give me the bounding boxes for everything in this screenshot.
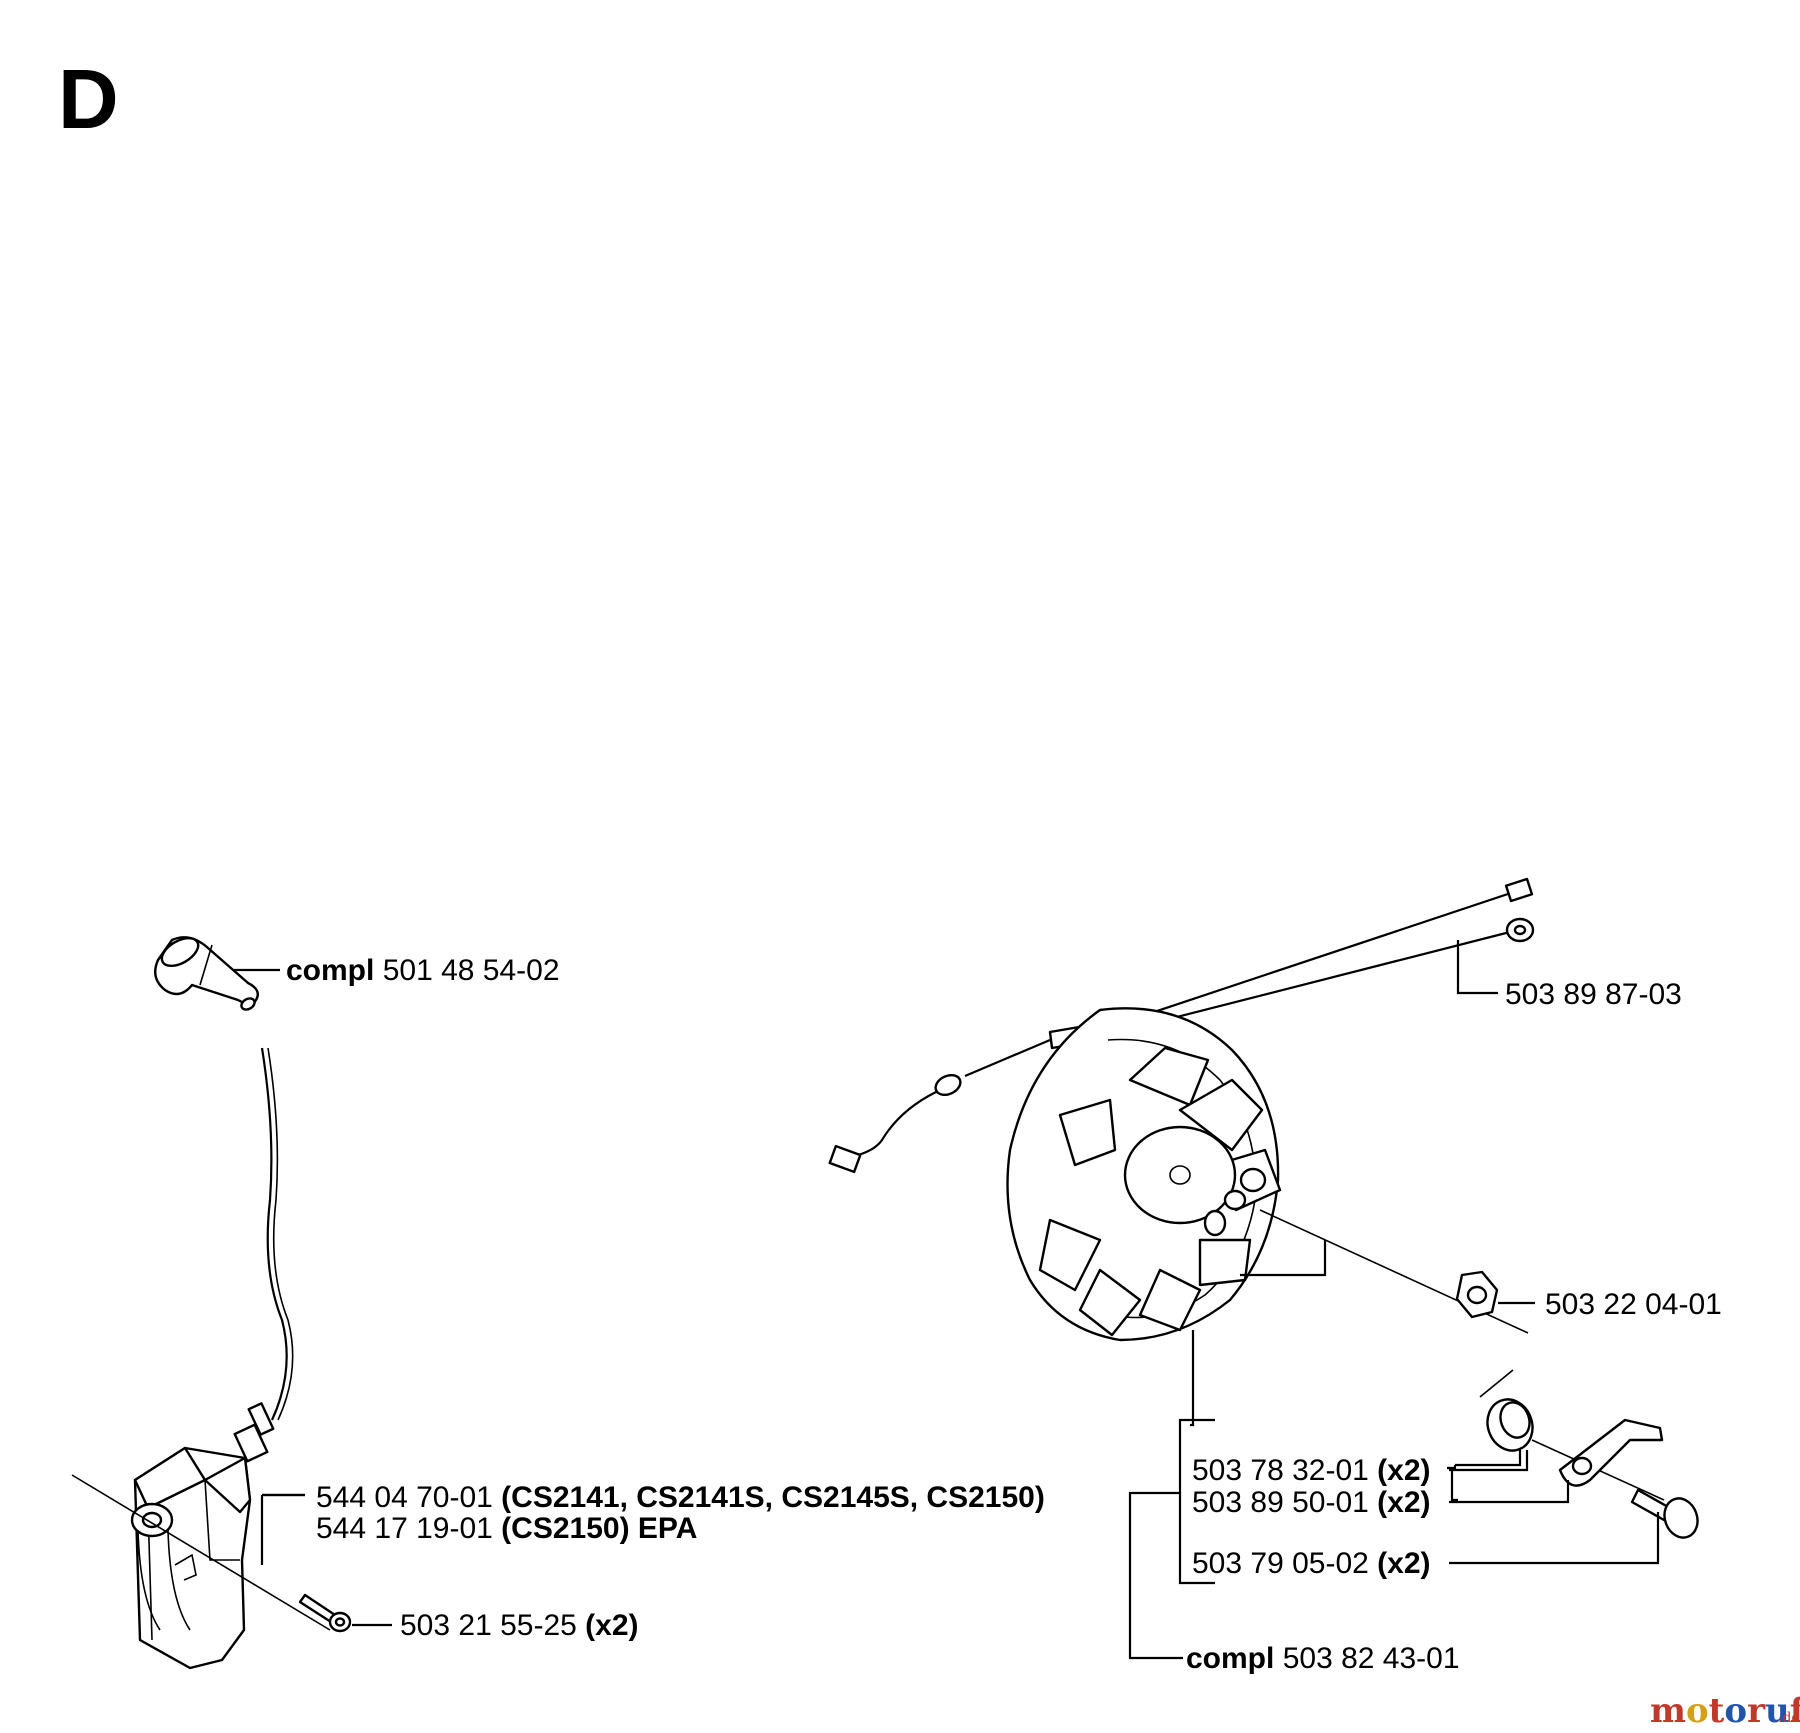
spark-plug-cap-icon	[154, 936, 259, 1011]
leader-spring	[1450, 1470, 1458, 1502]
label-spark-cap: compl 501 48 54-02	[286, 954, 560, 987]
leader-flywheel-bracket	[1178, 1418, 1215, 1585]
svg-text:motoruf: motoruf	[1650, 1691, 1800, 1731]
spring-icon	[1486, 1398, 1534, 1452]
section-letter: D	[58, 52, 119, 146]
pawl-icon	[1558, 1418, 1664, 1487]
label-flywheel: compl 503 82 43-01	[1186, 1642, 1460, 1675]
ht-lead	[260, 1047, 288, 1421]
pin-icon	[1630, 1488, 1699, 1539]
leader-pawl	[1449, 1480, 1570, 1504]
crankshaft-axis-line	[1259, 1209, 1529, 1334]
leader-wire-harness	[1456, 940, 1498, 995]
screw-icon	[298, 1593, 352, 1633]
label-pin: 503 79 05-02 (x2)	[1192, 1547, 1431, 1580]
leader-flywheel-compl	[1128, 1491, 1183, 1660]
label-wire-harness: 503 89 87-03	[1505, 978, 1682, 1011]
leader-pin	[1449, 1512, 1660, 1565]
svg-text:.de: .de	[1778, 1710, 1800, 1726]
label-flywheel-nut: 503 22 04-01	[1545, 1288, 1722, 1321]
label-module-screw: 503 21 55-25 (x2)	[400, 1609, 639, 1642]
module-axis-line	[71, 1474, 331, 1631]
watermark-logo: motoruf .de	[1650, 1691, 1800, 1731]
nut-icon	[1455, 1270, 1499, 1319]
label-spring: 503 78 32-01 (x2)	[1192, 1454, 1431, 1487]
flywheel-icon	[1006, 1007, 1282, 1342]
label-ignition-module-1: 544 04 70-01 (CS2141, CS2141S, CS2145S, …	[316, 1481, 1045, 1514]
label-ignition-module-2: 544 17 19-01 (CS2150) EPA	[316, 1512, 697, 1545]
label-pawl: 503 89 50-01 (x2)	[1192, 1486, 1431, 1519]
ignition-module-icon	[130, 1402, 275, 1670]
